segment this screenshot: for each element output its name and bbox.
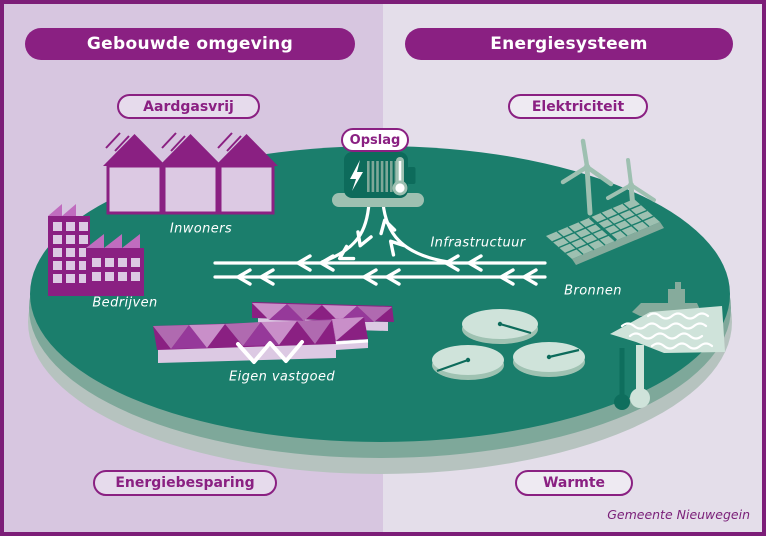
flow-arrows xyxy=(213,201,547,286)
badge-warmte: Warmte xyxy=(515,470,633,496)
label-bronnen: Bronnen xyxy=(564,283,622,299)
solar-panel-icon xyxy=(546,199,664,265)
office-and-factory-icon xyxy=(48,204,144,296)
label-bedrijven: Bedrijven xyxy=(92,295,158,311)
label-infrastructuur: Infrastructuur xyxy=(430,235,526,251)
credit-gemeente-nieuwegein: Gemeente Nieuwegein xyxy=(607,507,750,522)
header-built-environment: Gebouwde omgeving xyxy=(25,28,355,60)
geothermal-probes-icon xyxy=(614,345,650,410)
lightning-bolt-icon xyxy=(350,160,363,191)
badge-warmte-label: Warmte xyxy=(542,475,606,491)
thermometer-icon xyxy=(392,157,408,196)
label-eigen-vastgoed: Eigen vastgoed xyxy=(228,369,336,385)
header-energy-system: Energiesysteem xyxy=(405,28,733,60)
battery-storage-icon xyxy=(332,152,424,207)
heat-well-discs-icon xyxy=(432,309,585,380)
badge-opslag: Opslag xyxy=(341,128,409,152)
surface-water-with-boat-icon xyxy=(610,282,725,353)
illustration xyxy=(28,132,732,474)
badge-aardgasvrij: Aardgasvrij xyxy=(117,94,260,119)
header-energy-system-label: Energiesysteem xyxy=(490,34,648,54)
faceted-roof-buildings-icon xyxy=(153,302,394,364)
badge-elektriciteit: Elektriciteit xyxy=(508,94,648,119)
label-inwoners: Inwoners xyxy=(169,221,233,237)
row-houses-icon xyxy=(103,132,278,215)
badge-elektriciteit-label: Elektriciteit xyxy=(531,98,625,115)
header-built-environment-label: Gebouwde omgeving xyxy=(86,34,294,54)
badge-energiebesparing-label: Energiebesparing xyxy=(115,475,255,491)
badge-energiebesparing: Energiebesparing xyxy=(93,470,277,496)
badge-opslag-label: Opslag xyxy=(349,132,401,148)
badge-aardgasvrij-label: Aardgasvrij xyxy=(143,98,234,115)
